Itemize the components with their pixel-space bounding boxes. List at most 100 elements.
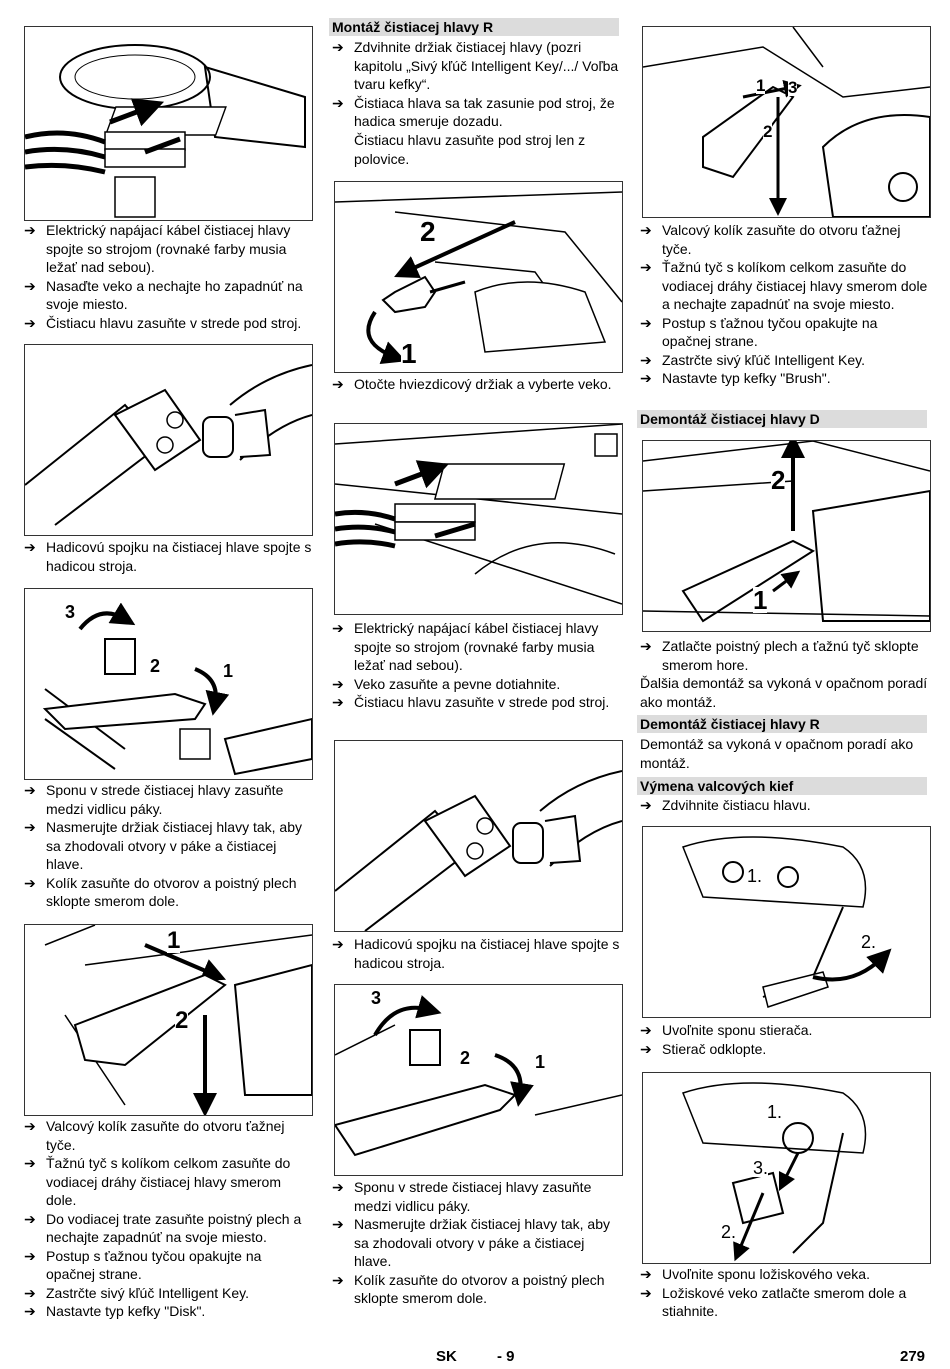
list-item: ➔Valcový kolík zasuňte do otvoru ťažnej … bbox=[640, 222, 901, 257]
callout-2: 2. bbox=[721, 1222, 737, 1242]
footer-language: SK bbox=[436, 1348, 457, 1365]
callout-2: 2 bbox=[763, 122, 773, 141]
arrow-right-icon: ➔ bbox=[332, 620, 344, 636]
section-heading-vymena: Výmena valcových kief bbox=[637, 777, 927, 795]
hose-coupling-illustration bbox=[335, 770, 622, 931]
figure-pull-rod-right: 1 3 2 bbox=[642, 26, 931, 218]
arrow-right-icon: ➔ bbox=[24, 1155, 36, 1171]
wiper-illustration bbox=[682, 836, 892, 1008]
list-item: ➔Elektrický napájací kábel čistiacej hla… bbox=[332, 620, 599, 673]
arrow-right-icon: ➔ bbox=[24, 314, 36, 331]
arrow-right-icon: ➔ bbox=[332, 39, 344, 55]
list-item: ➔Ťažnú tyč s kolíkom celkom zasuňte do v… bbox=[640, 259, 928, 312]
list-item: ➔Hadicovú spojku na čistiacej hlave spoj… bbox=[24, 539, 312, 574]
bearing-cover-illustration bbox=[682, 1082, 867, 1262]
figure-hose-coupling-middle bbox=[334, 740, 623, 932]
figure-wiper-release: 1. 2. bbox=[642, 826, 931, 1018]
list-item: ➔Uvoľnite sponu ložiskového veka. bbox=[640, 1266, 870, 1282]
figure-hose-coupling-left bbox=[24, 344, 313, 536]
list-item: ➔Kolík zasuňte do otvorov a poistný plec… bbox=[24, 874, 297, 910]
arrow-right-icon: ➔ bbox=[332, 694, 344, 710]
figure-bearing-cover: 1. 3. 2. bbox=[642, 1072, 931, 1264]
callout-2: 2 bbox=[175, 1007, 189, 1034]
list-item: ➔Stierač odklopte. bbox=[640, 1040, 767, 1057]
section-heading-montaz-r: Montáž čistiacej hlavy R bbox=[329, 18, 619, 36]
section-heading-demontaz-d: Demontáž čistiacej hlavy D bbox=[637, 410, 927, 428]
left-fig4-steps: ➔Valcový kolík zasuňte do otvoru ťažnej … bbox=[24, 1117, 314, 1321]
list-item: ➔Zastrčte sivý kľúč Intelligent Key. bbox=[24, 1284, 250, 1301]
arrow-right-icon: ➔ bbox=[640, 222, 652, 238]
list-item: ➔Veko zasuňte a pevne dotiahnite. bbox=[332, 675, 561, 692]
right-fig4-steps: ➔Uvoľnite sponu ložiskového veka. ➔Ložis… bbox=[640, 1265, 930, 1321]
list-item: ➔Čistiacu hlavu zasuňte v strede pod str… bbox=[24, 314, 302, 331]
callout-1: 1. bbox=[767, 1102, 783, 1122]
star-knob-illustration bbox=[335, 191, 622, 365]
callout-3: 3 bbox=[371, 988, 382, 1008]
demontaz-d-note: Ďalšia demontáž sa vykoná v opačnom pora… bbox=[640, 675, 928, 710]
callout-1: 1 bbox=[756, 76, 766, 95]
middle-intro-steps: ➔Zdvihnite držiak čistiacej hlavy (pozri… bbox=[332, 38, 622, 131]
list-item: ➔Postup s ťažnou tyčou opakujte na opačn… bbox=[640, 314, 878, 350]
list-item: ➔Čistiacu hlavu zasuňte v strede pod str… bbox=[332, 694, 610, 710]
callout-1: 1 bbox=[167, 927, 181, 954]
arrow-right-icon: ➔ bbox=[24, 819, 36, 835]
arrow-right-icon: ➔ bbox=[24, 1284, 36, 1301]
list-item: ➔Sponu v strede čistiacej hlavy zasuňte … bbox=[332, 1179, 592, 1214]
callout-1: 1. bbox=[747, 866, 763, 886]
figure-lever-middle: 3 2 1 bbox=[334, 984, 623, 1176]
list-item: ➔Čistiaca hlava sa tak zasunie pod stroj… bbox=[332, 94, 615, 130]
arrow-right-icon: ➔ bbox=[24, 1303, 36, 1319]
list-item: ➔Kolík zasuňte do otvorov a poistný plec… bbox=[332, 1271, 605, 1307]
right-fig1-steps: ➔Valcový kolík zasuňte do otvoru ťažnej … bbox=[640, 221, 930, 388]
right-v-steps: ➔Zdvihnite čistiacu hlavu. bbox=[640, 796, 930, 815]
list-item: ➔Valcový kolík zasuňte do otvoru ťažnej … bbox=[24, 1118, 285, 1153]
arrow-right-icon: ➔ bbox=[640, 259, 652, 275]
list-item: ➔Hadicovú spojku na čistiacej hlave spoj… bbox=[332, 936, 620, 971]
arrow-right-icon: ➔ bbox=[640, 1022, 652, 1038]
left-fig3-steps: ➔Sponu v strede čistiacej hlavy zasuňte … bbox=[24, 781, 314, 911]
arrow-right-icon: ➔ bbox=[332, 94, 344, 111]
footer-page-number: 279 bbox=[900, 1348, 926, 1365]
callout-2: 2. bbox=[861, 932, 877, 952]
list-item: ➔Uvoľnite sponu stierača. bbox=[640, 1022, 813, 1038]
arrow-right-icon: ➔ bbox=[24, 1247, 36, 1264]
list-item: ➔Nastavte typ kefky "Brush". bbox=[640, 370, 831, 386]
arrow-right-icon: ➔ bbox=[332, 1271, 344, 1288]
arrow-right-icon: ➔ bbox=[332, 376, 344, 392]
pull-rod-illustration bbox=[643, 27, 930, 217]
list-item: ➔Nasaďte veko a nechajte ho zapadnúť na … bbox=[24, 277, 303, 313]
hose-coupling-illustration bbox=[25, 364, 312, 526]
middle-fig2-steps: ➔Elektrický napájací kábel čistiacej hla… bbox=[332, 619, 622, 712]
callout-2: 2 bbox=[150, 656, 161, 676]
callout-1: 1 bbox=[753, 585, 768, 615]
arrow-right-icon: ➔ bbox=[24, 874, 36, 891]
middle-fig3-steps: ➔Hadicovú spojku na čistiacej hlave spoj… bbox=[332, 935, 622, 972]
arrow-right-icon: ➔ bbox=[640, 638, 652, 654]
right-fig2-steps: ➔Zatlačte poistný plech a ťažnú tyč sklo… bbox=[640, 637, 930, 674]
list-item: ➔Zatlačte poistný plech a ťažnú tyč sklo… bbox=[640, 638, 919, 673]
demount-illustration bbox=[643, 441, 930, 623]
arrow-right-icon: ➔ bbox=[332, 936, 344, 952]
list-item: ➔Ťažnú tyč s kolíkom celkom zasuňte do v… bbox=[24, 1155, 291, 1208]
arrow-right-icon: ➔ bbox=[24, 539, 36, 555]
right-fig3-steps: ➔Uvoľnite sponu stierača. ➔Stierač odklo… bbox=[640, 1021, 930, 1058]
list-item: ➔Do vodiacej trate zasuňte poistný plech… bbox=[24, 1210, 302, 1246]
figure-connect-cable-left bbox=[24, 26, 313, 221]
list-item: ➔Elektrický napájací kábel čistiacej hla… bbox=[24, 222, 291, 275]
callout-3: 3. bbox=[753, 1158, 769, 1178]
connector-illustration bbox=[335, 424, 622, 605]
list-item: ➔Postup s ťažnou tyčou opakujte na opačn… bbox=[24, 1247, 262, 1283]
list-item: ➔Ložiskové veko zatlačte smerom dole a s… bbox=[640, 1284, 907, 1320]
arrow-right-icon: ➔ bbox=[24, 1118, 36, 1134]
arrow-right-icon: ➔ bbox=[640, 1266, 652, 1282]
list-item: ➔Zastrčte sivý kľúč Intelligent Key. bbox=[640, 351, 866, 368]
arrow-right-icon: ➔ bbox=[640, 1284, 652, 1301]
list-item: ➔Zdvihnite čistiacu hlavu. bbox=[640, 797, 811, 813]
callout-2: 2 bbox=[771, 465, 786, 495]
callout-1: 1 bbox=[223, 661, 234, 681]
connector-illustration bbox=[25, 44, 306, 218]
arrow-right-icon: ➔ bbox=[332, 1216, 344, 1232]
callout-1: 1 bbox=[401, 338, 417, 369]
callout-1: 1 bbox=[535, 1052, 546, 1072]
list-item: ➔Zdvihnite držiak čistiacej hlavy (pozri… bbox=[332, 39, 619, 92]
